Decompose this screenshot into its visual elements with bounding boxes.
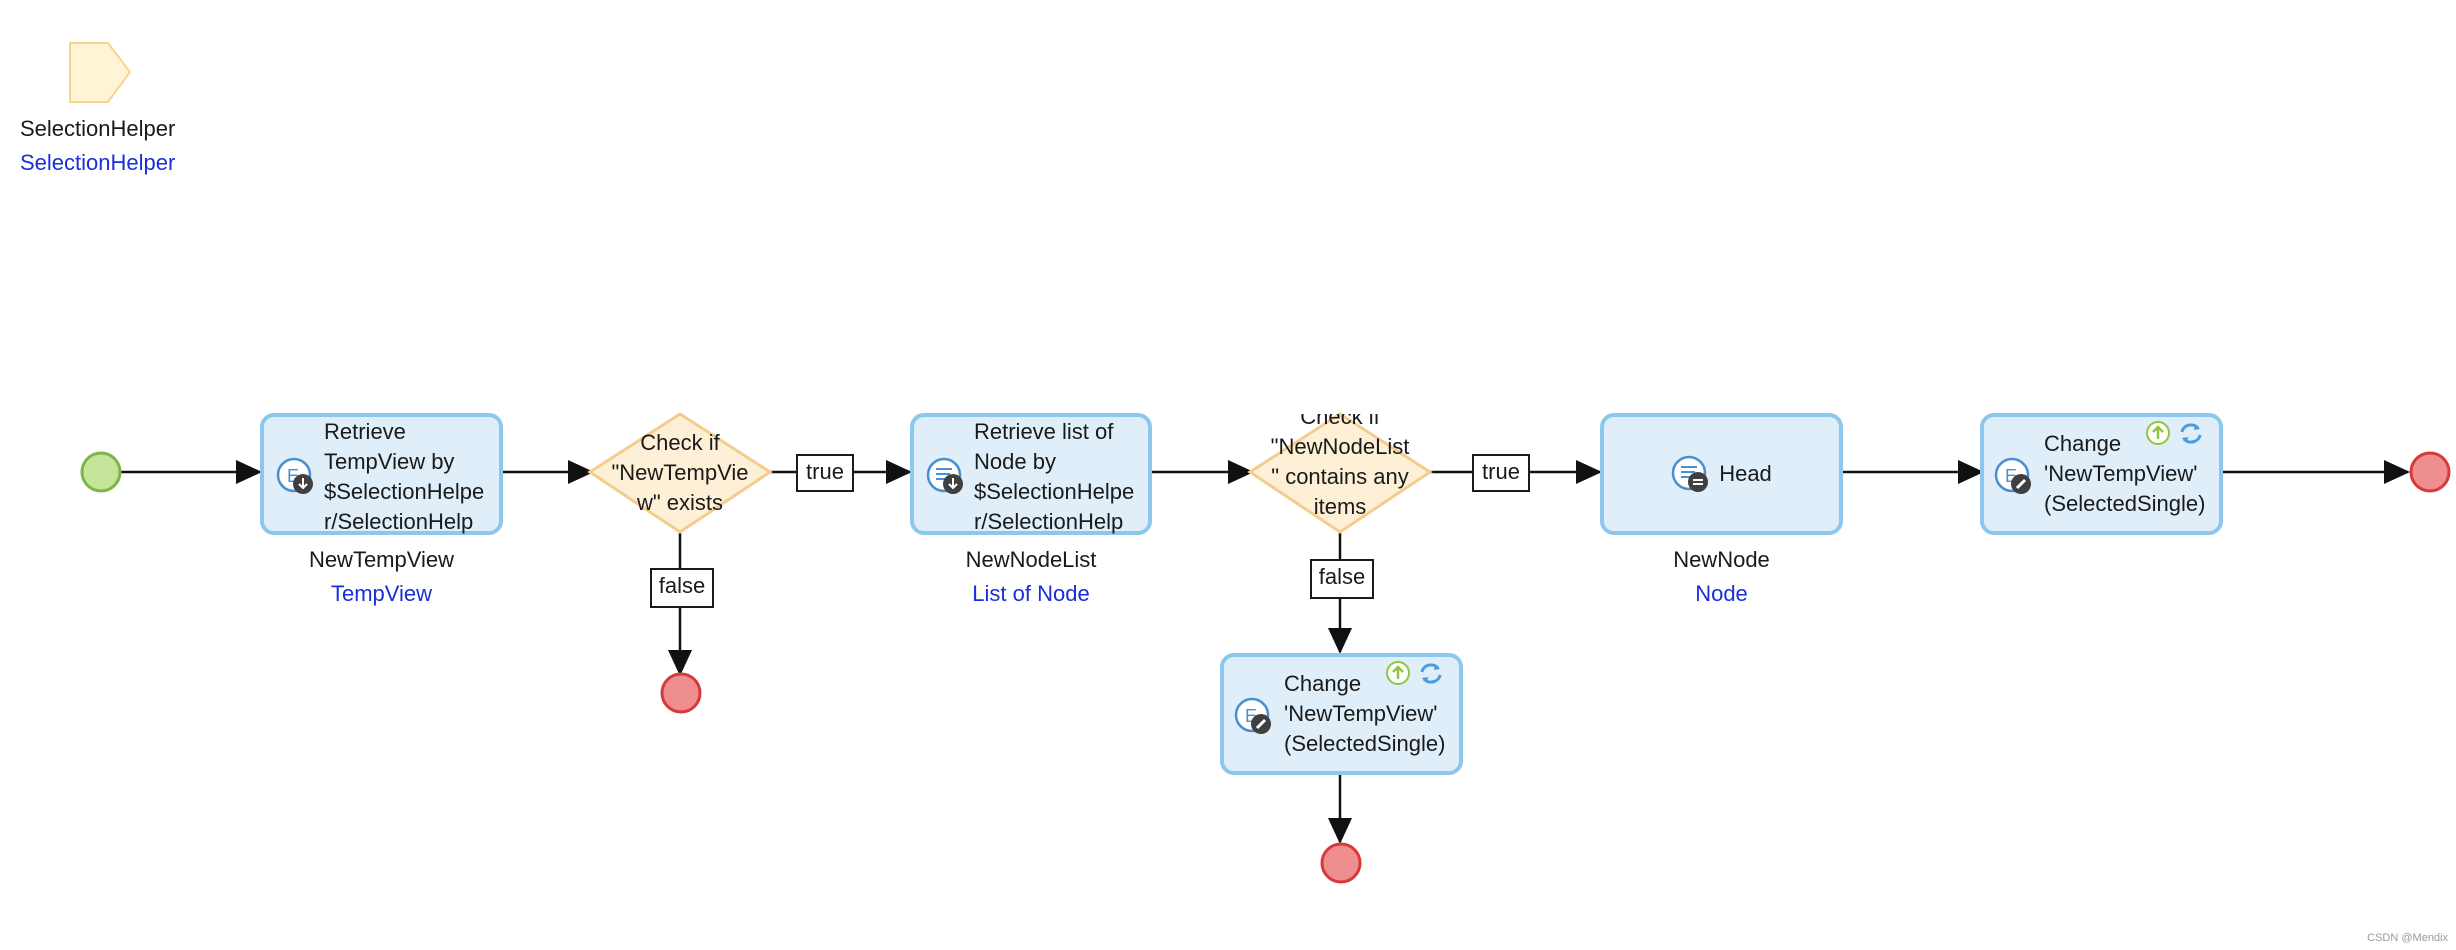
caption-line: $SelectionHelpe: [974, 479, 1135, 504]
caption-line: TempView by: [324, 449, 455, 474]
caption-line: "NewNodeList: [1270, 434, 1410, 459]
parameter-name: SelectionHelper: [20, 116, 176, 141]
change-object-icon: E: [1994, 457, 2031, 494]
output-variable-type: List of Node: [972, 581, 1090, 606]
output-variable-type: Node: [1695, 581, 1748, 606]
decision-caption: Check if "NewTempVie w" exists: [600, 428, 760, 520]
caption-line: Retrieve list of: [974, 419, 1114, 444]
output-variable-name: NewTempView: [308, 547, 455, 572]
watermark: CSDN @Mendix: [2367, 932, 2448, 944]
activity-caption: Change 'NewTempView' (SelectedSingle): [2044, 429, 2222, 519]
caption-line: r/SelectionHelp: [324, 509, 474, 534]
retrieve-object-icon: [926, 457, 963, 494]
flow-label-false: false: [1310, 559, 1374, 599]
start-event[interactable]: [80, 451, 122, 493]
caption-line: (SelectedSingle): [2044, 491, 2206, 516]
change-object-icon: E: [1234, 697, 1271, 734]
arrowhead: [1328, 628, 1352, 654]
end-event-bottom[interactable]: [1320, 842, 1362, 884]
activity-change-newtempview-false[interactable]: E Change 'NewTempView' (SelectedSingle): [1220, 653, 1463, 775]
end-event-main[interactable]: [2409, 451, 2451, 493]
retrieve-object-icon: E: [276, 457, 313, 494]
caption-line: Check if: [640, 430, 720, 455]
end-event-decision1-false[interactable]: [660, 672, 702, 714]
arrowhead: [668, 650, 692, 676]
caption-line: " contains any: [1271, 464, 1409, 489]
activity-retrieve-nodelist[interactable]: Retrieve list of Node by $SelectionHelpe…: [910, 413, 1152, 535]
flow-label-true: true: [796, 454, 854, 492]
activity-retrieve-tempview[interactable]: E Retrieve TempView by $SelectionHelpe r…: [260, 413, 503, 535]
arrowhead: [886, 460, 912, 484]
arrowhead: [1576, 460, 1602, 484]
activity-change-newtempview[interactable]: E Change 'NewTempView' (SelectedSingle): [1980, 413, 2223, 535]
arrowhead: [568, 460, 594, 484]
activity-caption: Retrieve list of Node by $SelectionHelpe…: [974, 417, 1150, 535]
arrowhead: [2384, 460, 2410, 484]
arrowhead: [1228, 460, 1254, 484]
output-variable-name: NewNode: [1673, 547, 1770, 572]
arrowhead: [1328, 818, 1352, 844]
caption-line: 'NewTempView': [1284, 701, 1438, 726]
caption-line: Change: [1284, 671, 1362, 696]
decision-newnodelist-contains-items[interactable]: [1247, 412, 1433, 534]
caption-line: $SelectionHelpe: [324, 479, 485, 504]
output-variable-type: TempView: [330, 581, 433, 606]
caption-line: items: [1313, 494, 1367, 519]
arrowhead: [236, 460, 262, 484]
flow-label-true: true: [1472, 454, 1530, 492]
parameter-shape[interactable]: [69, 42, 132, 103]
refresh-client-icon: [1420, 663, 1442, 684]
caption-line: Check if: [1300, 414, 1380, 429]
caption-line: "NewTempVie: [611, 460, 749, 485]
list-operation-icon: [1671, 455, 1709, 492]
refresh-client-icon: [2180, 423, 2202, 444]
activity-caption: Change 'NewTempView' (SelectedSingle): [1284, 669, 1462, 759]
output-variable-name: NewNodeList: [965, 547, 1097, 572]
caption-line: Change: [2044, 431, 2122, 456]
caption-line: Node by: [974, 449, 1056, 474]
caption-line: Retrieve: [324, 419, 406, 444]
caption-line: 'NewTempView': [2044, 461, 2198, 486]
activity-caption: Retrieve TempView by $SelectionHelpe r/S…: [324, 417, 500, 535]
arrowhead: [1958, 460, 1984, 484]
caption-line: (SelectedSingle): [1284, 731, 1446, 756]
commit-icon: [2146, 421, 2170, 445]
decision-caption: Check if "NewNodeList " contains any ite…: [1258, 414, 1422, 528]
caption-line: w" exists: [636, 490, 724, 515]
decision-newtempview-exists[interactable]: [587, 412, 773, 534]
parameter-type: SelectionHelper: [20, 150, 176, 175]
activity-caption: Head: [1719, 461, 1772, 486]
activity-badges: [1385, 660, 1445, 686]
commit-icon: [1386, 661, 1410, 685]
caption-line: r/SelectionHelp: [974, 509, 1124, 534]
activity-badges: [2145, 420, 2205, 446]
activity-head[interactable]: Head: [1600, 413, 1843, 535]
flow-label-false: false: [650, 568, 714, 608]
